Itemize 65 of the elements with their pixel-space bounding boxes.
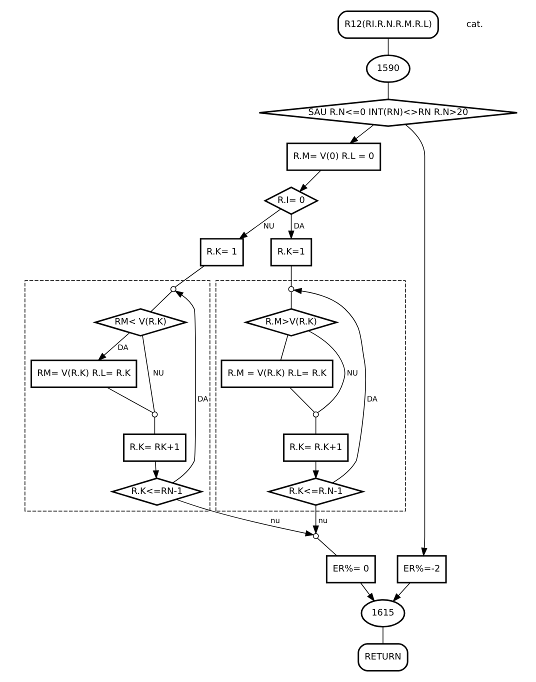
node-box: R.M = V(R.K) R.L= R.K (220, 360, 334, 388)
node-diamond: SAU R.N<=0 INT(RN)<>RN R.N>20 (258, 98, 518, 127)
arrow (299, 170, 322, 192)
node-diamond: RM< V(R.K) (92, 308, 189, 337)
connector (290, 291, 292, 309)
connector (308, 330, 346, 413)
node-diamond: R.K<=RN-1 (110, 477, 204, 506)
connector (150, 291, 172, 312)
edge-label: nu (318, 516, 328, 526)
cluster (24, 280, 210, 512)
edge-label: DA (198, 394, 208, 404)
connector (388, 82, 389, 100)
node-box: R.K=1 (270, 238, 312, 266)
arrow (405, 124, 428, 557)
cluster (216, 280, 406, 512)
edge-label: NU (152, 368, 164, 378)
node-circle (288, 286, 294, 292)
arrow (98, 332, 130, 361)
node-ellipse: 1590 (366, 54, 410, 83)
node-box: R12(RI.R.N.R.M.R.L) (338, 10, 439, 39)
node-box: ER%=-2 (396, 555, 447, 584)
node-diamond: R.M>V(R.K) (243, 308, 340, 337)
node-box: R.K= R.K+1 (283, 434, 349, 462)
arrow (312, 460, 319, 480)
arrow (349, 124, 374, 144)
node-circle (312, 533, 319, 540)
node-circle (170, 286, 176, 292)
edge-label: NU (263, 221, 274, 230)
arrow (238, 208, 282, 240)
node-box: ER%= 0 (326, 555, 376, 584)
connector (174, 265, 205, 288)
node-box: RETURN (358, 643, 408, 672)
arrow (152, 460, 160, 480)
arrow (292, 288, 366, 484)
arrow (392, 582, 411, 602)
arrow (176, 499, 314, 536)
node-diamond: R.K<=R.N-1 (266, 477, 366, 506)
connector (317, 538, 338, 556)
edge-label: DA (366, 394, 378, 404)
node-ellipse: 1615 (360, 599, 406, 628)
connector (315, 416, 316, 434)
arrow (312, 504, 319, 534)
node-box: R.M= V(0) R.L = 0 (286, 142, 382, 171)
connector (154, 416, 156, 434)
connector (289, 387, 315, 413)
label: cat. (466, 20, 484, 30)
edge-label: nu (270, 516, 280, 526)
edge-label: DA (118, 342, 128, 352)
connector (382, 626, 384, 644)
edge-label: DA (294, 221, 304, 230)
connector (290, 265, 292, 287)
connector (388, 38, 389, 56)
node-box: R.K= RK+1 (123, 434, 186, 462)
connector (142, 334, 155, 412)
connector (280, 334, 288, 361)
arrow (288, 214, 294, 240)
node-diamond: R.I= 0 (264, 186, 319, 216)
node-circle (312, 411, 319, 418)
node-box: RM= V(R.K) R.L= R.K (30, 360, 138, 388)
arrow (360, 582, 375, 602)
edge-label: NU (346, 368, 358, 378)
connector (106, 386, 154, 413)
node-circle (152, 411, 158, 418)
arrow (172, 290, 196, 484)
node-box: R.K= 1 (200, 238, 244, 266)
